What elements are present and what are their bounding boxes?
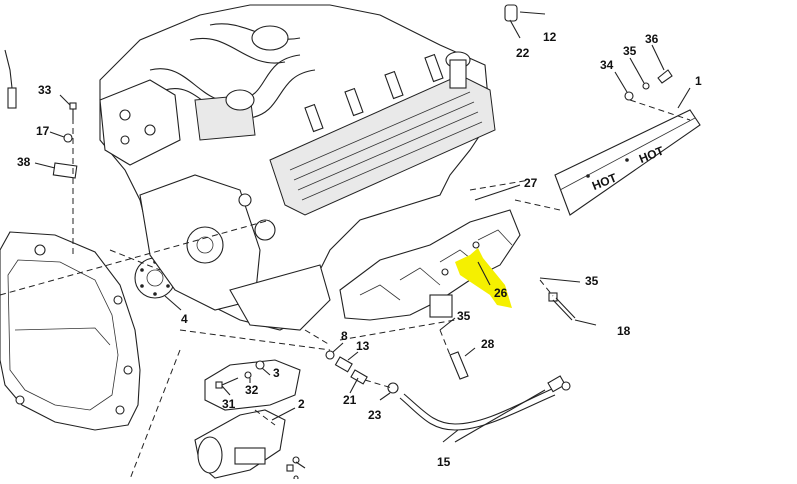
callout-17: 17 — [36, 124, 50, 138]
exhaust-manifold — [339, 209, 521, 321]
manifold-highlight — [455, 248, 512, 308]
callout-36: 36 — [645, 32, 659, 46]
hardware-parts — [4, 4, 673, 481]
callout-8: 8 — [341, 329, 348, 343]
callout-33: 33 — [38, 83, 52, 97]
callout-3: 3 — [273, 366, 280, 380]
leader-lines — [34, 11, 691, 469]
callout-13: 13 — [356, 339, 370, 353]
callout-1: 1 — [695, 74, 702, 88]
callout-21: 21 — [343, 393, 357, 407]
callout-28: 28 — [481, 337, 495, 351]
callout-31: 31 — [222, 397, 236, 411]
callout-4: 4 — [181, 312, 188, 326]
callout-15: 15 — [437, 455, 451, 469]
callout-35-middle: 35 — [457, 309, 471, 323]
callout-18: 18 — [617, 324, 631, 338]
callout-34: 34 — [600, 58, 614, 72]
callout-27: 27 — [524, 176, 538, 190]
callout-23: 23 — [368, 408, 382, 422]
engine-block — [99, 4, 496, 331]
callout-38: 38 — [17, 155, 31, 169]
callout-22: 22 — [516, 46, 530, 60]
alignment-lines — [0, 99, 691, 480]
bellhousing — [0, 231, 141, 431]
callout-35-top: 35 — [623, 44, 637, 58]
heat-shield — [554, 109, 701, 216]
callout-32: 32 — [245, 383, 259, 397]
callout-35-right: 35 — [585, 274, 599, 288]
callout-26: 26 — [494, 286, 508, 300]
callout-12: 12 — [543, 30, 557, 44]
callout-2: 2 — [298, 397, 305, 411]
